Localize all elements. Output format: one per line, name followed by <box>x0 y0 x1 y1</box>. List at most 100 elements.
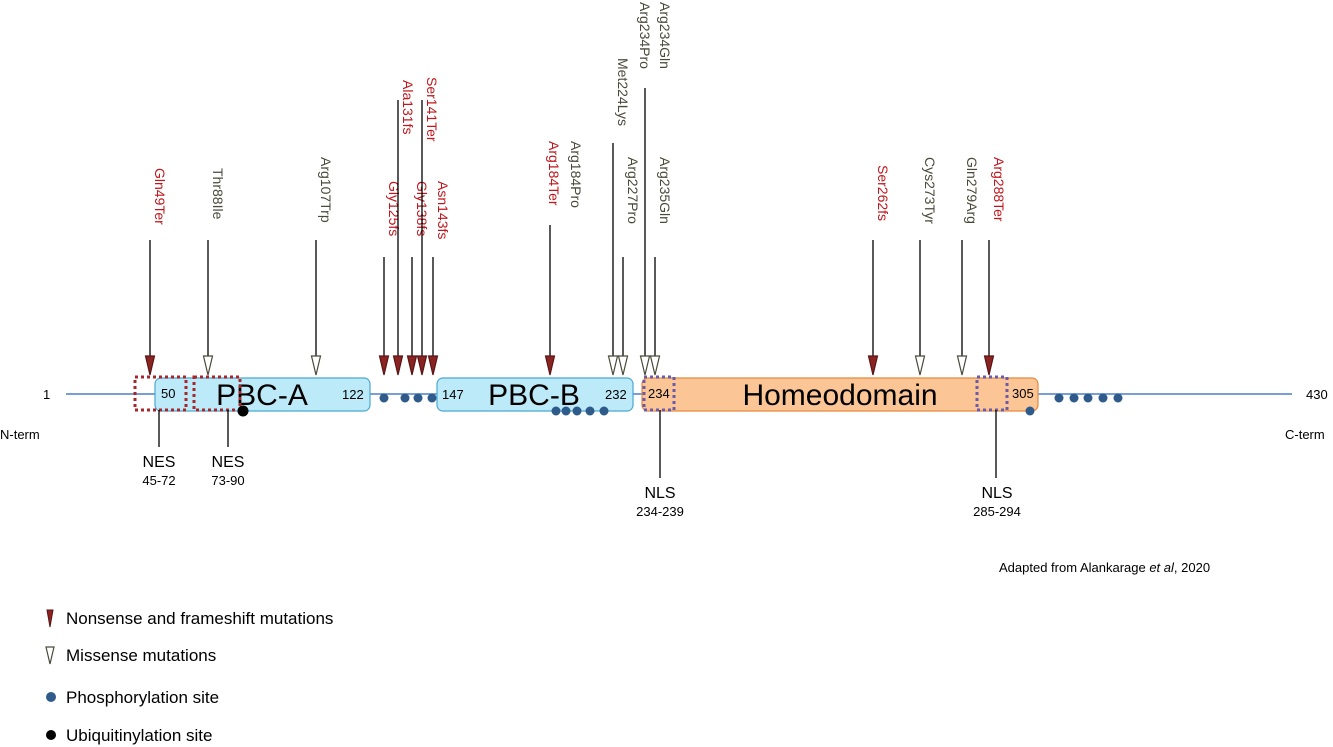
mutation-thr88ile: Thr88Ile <box>202 168 226 376</box>
start-residue-label: 1 <box>43 387 50 402</box>
credit-prefix: Adapted from Alankarage <box>999 560 1149 575</box>
domain-homeodomain-end: 305 <box>1012 386 1034 401</box>
nonsense-arrow-icon <box>406 355 418 376</box>
nonsense-arrow-icon <box>544 355 556 376</box>
phospho-site <box>599 406 609 416</box>
ubiquitin-site <box>237 405 249 417</box>
nes-1-label: NES <box>143 454 176 471</box>
phospho-site <box>1069 393 1079 403</box>
legend-missense-marker <box>45 646 55 665</box>
missense-arrow-icon <box>202 355 214 376</box>
phospho-site <box>400 393 410 403</box>
mutation-arg227pro: Arg227Pro <box>617 157 641 376</box>
mutation-label: Ala131fs <box>400 80 416 134</box>
domain-pbc-a-box <box>154 377 371 412</box>
mutation-label: Met224Lys <box>615 58 631 126</box>
phospho-sites <box>379 393 1123 416</box>
mutation-label: Arg235Gln <box>657 157 673 224</box>
end-residue-label: 430 <box>1306 387 1328 402</box>
mutation-gly138fs: Gly138fs <box>406 181 430 376</box>
mutation-label: Gln49Ter <box>152 168 168 225</box>
nes-box-1 <box>133 375 188 412</box>
phospho-site <box>413 393 423 403</box>
domain-pbc-b-box <box>436 377 634 412</box>
mutation-label: Arg288Ter <box>991 157 1007 222</box>
mutation-label: Ser141Ter <box>424 77 440 142</box>
mutation-arg234pro: Arg234Pro <box>637 2 653 376</box>
mutation-arg107trp: Arg107Trp <box>310 157 334 376</box>
mutation-label: Arg234Pro <box>637 2 653 69</box>
n-term-label: N-term <box>0 427 40 442</box>
phospho-site <box>1025 406 1035 416</box>
nonsense-arrow-icon <box>983 355 995 376</box>
legend-ubiquitin-label: Ubiquitinylation site <box>66 726 212 745</box>
legend-ubiquitin-marker <box>46 730 56 740</box>
credit-text: Adapted from Alankarage et al, 2020 <box>999 560 1210 575</box>
mutation-ser141ter: Ser141Ter <box>416 77 440 376</box>
missense-arrow-icon <box>310 355 322 376</box>
nls-1-range: 234-239 <box>636 504 684 519</box>
nonsense-arrow-icon <box>378 355 390 376</box>
mutation-arg184ter: Arg184Ter <box>544 141 562 376</box>
credit-suffix: , 2020 <box>1174 560 1210 575</box>
phospho-site <box>585 406 595 416</box>
missense-arrow-icon <box>649 355 661 376</box>
mutation-label: Gly125fs <box>386 181 402 236</box>
mutation-label: Gln279Arg <box>964 157 980 224</box>
mutation-label: Asn143fs <box>435 181 451 239</box>
mutation-label: Arg227Pro <box>625 157 641 224</box>
domain-pbc-a-end: 122 <box>342 387 364 402</box>
mutation-ala131fs: Ala131fs <box>392 80 416 376</box>
mutation-label: Arg184Pro <box>568 141 584 208</box>
domain-homeodomain-start: 234 <box>648 386 670 401</box>
mutation-gln279arg: Gln279Arg <box>956 157 980 376</box>
nls-2-label: NLS <box>981 485 1012 502</box>
missense-arrow-icon <box>956 355 968 376</box>
nls-box-1 <box>642 375 676 412</box>
mutation-gln49ter: Gln49Ter <box>144 168 168 376</box>
nonsense-arrow-icon <box>144 355 156 376</box>
phospho-site <box>572 406 582 416</box>
mutation-asn143fs: Asn143fs <box>427 181 451 376</box>
missense-arrow-icon <box>617 355 629 376</box>
nonsense-arrow-icon <box>867 355 879 376</box>
missense-arrow-icon <box>914 355 926 376</box>
domain-pbc-a-name: PBC-A <box>216 379 308 412</box>
phospho-site <box>427 393 437 403</box>
nls-1-label: NLS <box>644 485 675 502</box>
legend-phospho-label: Phosphorylation site <box>66 688 219 707</box>
mutation-arg234gln: Arg234Gln <box>657 2 673 69</box>
phospho-site <box>1098 393 1108 403</box>
mutation-label: Arg184Ter <box>546 141 562 206</box>
phospho-site <box>379 393 389 403</box>
mutation-label: Cys273Tyr <box>922 157 938 224</box>
nes-2-label: NES <box>212 454 245 471</box>
mutation-cys273tyr: Cys273Tyr <box>914 157 938 376</box>
nes-box-2 <box>192 375 242 412</box>
domain-pbc-b-end: 232 <box>605 387 627 402</box>
nes-1-range: 45-72 <box>142 473 175 488</box>
mutation-label: Arg107Trp <box>318 157 334 223</box>
domain-homeodomain-name: Homeodomain <box>742 379 937 412</box>
mutation-met224lys: Met224Lys <box>607 58 631 376</box>
mutation-label: Ser262fs <box>875 165 891 221</box>
nls-box-2 <box>975 375 1009 412</box>
phospho-site <box>551 406 561 416</box>
mutation-label: Thr88Ile <box>210 168 226 220</box>
nonsense-arrow-icon <box>416 355 428 376</box>
missense-arrow-icon <box>607 355 619 376</box>
legend-nonsense-marker <box>46 609 54 628</box>
mutation-ser262fs: Ser262fs <box>867 165 891 376</box>
credit-italic: et al <box>1149 560 1175 575</box>
mutation-markers: Gln49Ter Thr88Ile Arg107Trp Gly125fs Ala131f… <box>144 2 1007 376</box>
nonsense-arrow-icon <box>392 355 404 376</box>
phospho-site <box>561 406 571 416</box>
c-term-label: C-term <box>1285 427 1325 442</box>
domain-pbc-b-start: 147 <box>442 387 464 402</box>
phospho-site <box>1054 393 1064 403</box>
legend-missense-label: Missense mutations <box>66 646 216 665</box>
domain-pbc-b-name: PBC-B <box>488 379 580 412</box>
legend: Nonsense and frameshift mutations Missen… <box>45 609 333 745</box>
mutation-label: Arg234Gln <box>657 2 673 69</box>
